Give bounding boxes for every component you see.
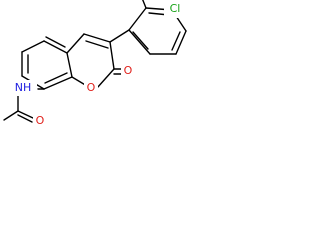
atom-label-layer: Cl O O O NH bbox=[9, 0, 188, 129]
bond bbox=[66, 33, 85, 54]
bond bbox=[17, 114, 33, 123]
ring-oxygen-label: O bbox=[87, 81, 96, 94]
bond bbox=[85, 40, 109, 49]
bond bbox=[128, 7, 147, 31]
bond bbox=[109, 41, 115, 70]
molecule-structure: Cl O O O NH bbox=[3, 0, 188, 129]
bond bbox=[3, 110, 19, 121]
chlorine-atom-label: Cl bbox=[170, 2, 181, 15]
bond bbox=[66, 52, 73, 78]
bond bbox=[109, 29, 130, 43]
bond bbox=[21, 40, 45, 53]
bond bbox=[83, 33, 111, 43]
bond bbox=[175, 30, 187, 55]
bond bbox=[43, 76, 73, 90]
bond-layer bbox=[3, 0, 187, 123]
bond bbox=[43, 40, 68, 54]
carbonyl-oxygen-label: O bbox=[124, 64, 133, 77]
bond bbox=[171, 31, 181, 51]
bond bbox=[132, 31, 149, 50]
bond bbox=[45, 36, 66, 48]
bond bbox=[142, 0, 147, 9]
bond bbox=[128, 29, 151, 55]
bond bbox=[44, 72, 68, 84]
nh-atom-label: NH bbox=[15, 81, 32, 94]
bond bbox=[17, 110, 34, 119]
bond bbox=[96, 68, 115, 89]
amide-oxygen-label: O bbox=[36, 114, 45, 127]
molecule-canvas: Cl O O O NH bbox=[0, 0, 192, 129]
